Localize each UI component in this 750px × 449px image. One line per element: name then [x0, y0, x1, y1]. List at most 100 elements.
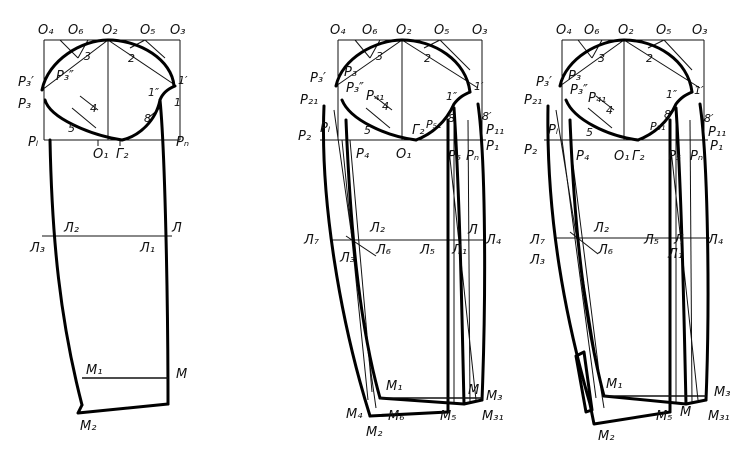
label-p3-prime: P₃′ [310, 71, 326, 86]
label-m1: M₁ [386, 379, 402, 394]
label-8-prime: 8′ [482, 110, 492, 123]
label-p21: P₂₁ [300, 93, 318, 108]
label-p41: P₄₁ [588, 91, 606, 106]
label-l5: Л₅ [643, 233, 659, 248]
label-l6: Л₆ [375, 243, 391, 258]
label-1-prime: 1′ [474, 80, 484, 93]
label-p3: P₃ [568, 69, 581, 84]
label-1: 1 [174, 96, 181, 109]
label-l4: Л₄ [485, 233, 502, 248]
label-p3-prime: P₃′ [18, 75, 34, 90]
label-5: 5 [68, 122, 75, 135]
label-p3-double-prime: P₃″ [346, 81, 364, 96]
label-1-prime: 1′ [694, 84, 704, 97]
label-m3: M₃ [486, 389, 502, 404]
label-o2: O₂ [396, 23, 411, 38]
label-l1: Л₁ [667, 247, 683, 262]
label-l: Л [467, 223, 478, 238]
label-g2: Г₂ [116, 147, 128, 162]
label-2: 2 [128, 52, 135, 65]
label-o6: O₆ [362, 23, 377, 38]
label-o6: O₆ [584, 23, 599, 38]
label-l5: Л₅ [419, 243, 435, 258]
label-p41: P₄₁ [366, 89, 384, 104]
two-piece-sleeve-draft: O₄ O₆ O₂ O₅ O₃ 3 2 P₃′ P₃ P₃″ P₂₁ P₄₁ 1″… [298, 23, 504, 440]
label-m31: M₃₁ [482, 409, 504, 424]
label-l7: Л₇ [303, 233, 320, 248]
label-o3: O₃ [472, 23, 487, 38]
label-o1: O₁ [396, 147, 411, 162]
label-m1: M₁ [86, 363, 102, 378]
label-8: 8 [144, 112, 151, 125]
label-l2: Л₂ [369, 221, 385, 236]
label-o5: O₅ [140, 23, 155, 38]
label-g2: Г₂ [412, 123, 424, 138]
label-p2: P₂ [524, 143, 537, 158]
label-1-double-prime: 1″ [148, 86, 160, 99]
label-m: M [176, 367, 187, 382]
label-o3: O₃ [692, 23, 707, 38]
label-1-prime: 1′ [178, 74, 188, 87]
label-p11: P₁₁ [486, 123, 504, 138]
label-pp: Pₙ [176, 135, 189, 150]
label-pp: Pₙ [466, 149, 479, 164]
label-o6: O₆ [68, 23, 83, 38]
label-p2: P₂ [298, 129, 311, 144]
label-m: M [468, 383, 479, 398]
label-p5: P₅ [448, 149, 461, 164]
label-p4: P₄ [576, 149, 590, 164]
point-labels: O₄ O₆ O₂ O₅ O₃ 3 2 P₃′ P₃ P₃″ P₂₁ P₄₁ 1″… [298, 23, 504, 440]
sleeve-draft-with-slit: O₄ O₆ O₂ O₅ O₃ 3 2 P₃′ P₃ P₃″ P₂₁ P₄₁ 1″… [524, 23, 730, 444]
label-p5: P₅ [668, 149, 681, 164]
label-m6: M₆ [388, 409, 404, 424]
label-2: 2 [646, 52, 653, 65]
label-m4: M₄ [346, 407, 363, 422]
label-l1: Л₁ [139, 241, 155, 256]
label-g2: Г₂ [632, 149, 644, 164]
label-5: 5 [586, 126, 593, 139]
label-o5: O₅ [434, 23, 449, 38]
label-l6: Л₆ [597, 243, 613, 258]
label-p1: P₁ [710, 139, 723, 154]
label-4: 4 [606, 104, 613, 117]
label-o4: O₄ [330, 23, 346, 38]
label-pl: Pₗ [28, 135, 39, 150]
label-l2: Л₂ [63, 221, 79, 236]
label-pp: Pₙ [690, 149, 703, 164]
label-p4: P₄ [356, 147, 370, 162]
label-l2: Л₂ [593, 221, 609, 236]
label-m1: M₁ [606, 377, 622, 392]
sleeve-outline [322, 38, 487, 418]
label-p3-prime: P₃′ [536, 75, 552, 90]
basic-sleeve-draft: O₄ O₆ O₂ O₅ O₃ 3 2 P₃′ P₃″ P₃ 1″ 1′ 1 4 … [18, 23, 189, 434]
label-l3: Л₃ [29, 241, 45, 256]
label-p3: P₃ [18, 97, 31, 112]
label-m3: M₃ [714, 385, 730, 400]
label-m2: M₂ [80, 419, 96, 434]
label-pl: Pₗ [320, 121, 331, 136]
label-l7: Л₇ [529, 233, 546, 248]
label-p3-double-prime: P₃″ [570, 83, 588, 98]
label-4: 4 [90, 102, 97, 115]
label-m2: M₂ [598, 429, 614, 444]
label-5: 5 [364, 124, 371, 137]
label-3: 3 [376, 50, 383, 63]
construction-lines [41, 39, 181, 237]
point-labels: O₄ O₆ O₂ O₅ O₃ 3 2 P₃′ P₃ P₃″ P₂₁ P₄₁ 1″… [524, 23, 730, 444]
label-m31: M₃₁ [708, 409, 730, 424]
label-p3: P₃ [344, 65, 357, 80]
label-p51: P₅₁ [650, 120, 665, 133]
label-1-double-prime: 1″ [666, 88, 678, 101]
label-o1: O₁ [614, 149, 629, 164]
label-o5: O₅ [656, 23, 671, 38]
sleeve-outline [546, 38, 710, 426]
label-l3: Л₃ [529, 253, 545, 268]
label-o2: O₂ [618, 23, 633, 38]
label-4: 4 [382, 100, 389, 113]
label-l4: Л₄ [707, 233, 724, 248]
label-m5: M₅ [656, 409, 672, 424]
label-2: 2 [424, 52, 431, 65]
label-1-double-prime: 1″ [446, 90, 458, 103]
label-o1: O₁ [93, 147, 108, 162]
